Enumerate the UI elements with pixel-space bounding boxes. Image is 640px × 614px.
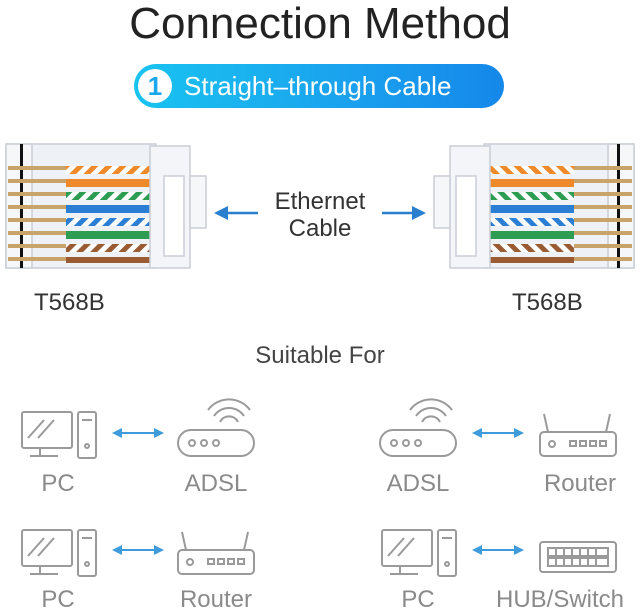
- bidirectional-arrow-icon: [472, 545, 524, 555]
- device-label: Router: [179, 586, 253, 613]
- pc-icon: [21, 411, 97, 459]
- device-label: Router: [543, 470, 617, 497]
- right-standard-label: T568B: [512, 289, 583, 316]
- pc-icon: [21, 529, 97, 577]
- device-label: PC: [41, 470, 75, 497]
- right-rj45-connector: [433, 143, 635, 269]
- page-title: Connection Method: [129, 0, 511, 48]
- right-pin-contacts: [572, 166, 632, 261]
- suitable-for-heading: Suitable For: [255, 342, 385, 369]
- cable-label-line2: Cable: [288, 215, 352, 242]
- switch-icon: [539, 541, 617, 573]
- device-label: PC: [41, 586, 75, 613]
- cable-label-line1: Ethernet: [274, 188, 366, 215]
- left-pin-contacts: [8, 166, 68, 261]
- device-label: PC: [401, 586, 435, 613]
- right-wire-pairs: [484, 166, 574, 263]
- pc-icon: [381, 529, 457, 577]
- device-label: ADSL: [386, 470, 450, 497]
- left-arrow-icon: [214, 206, 258, 220]
- adsl-modem-icon: [177, 398, 255, 457]
- badge-number: 1: [138, 69, 172, 103]
- left-standard-label: T568B: [34, 289, 105, 316]
- cable-diagram: [5, 143, 635, 269]
- left-wire-pairs: [66, 166, 156, 263]
- bidirectional-arrow-icon: [112, 428, 164, 438]
- adsl-modem-icon: [379, 398, 457, 457]
- device-label: ADSL: [184, 470, 248, 497]
- router-icon: [539, 413, 617, 457]
- router-icon: [177, 531, 255, 575]
- left-rj45-connector: [5, 143, 207, 269]
- right-arrow-icon: [382, 206, 426, 220]
- badge-label: Straight–through Cable: [184, 71, 452, 101]
- cable-type-badge: [134, 64, 504, 108]
- device-pairs-diagram: [21, 398, 617, 577]
- bidirectional-arrow-icon: [472, 428, 524, 438]
- device-label: HUB/Switch: [495, 586, 625, 613]
- bidirectional-arrow-icon: [112, 545, 164, 555]
